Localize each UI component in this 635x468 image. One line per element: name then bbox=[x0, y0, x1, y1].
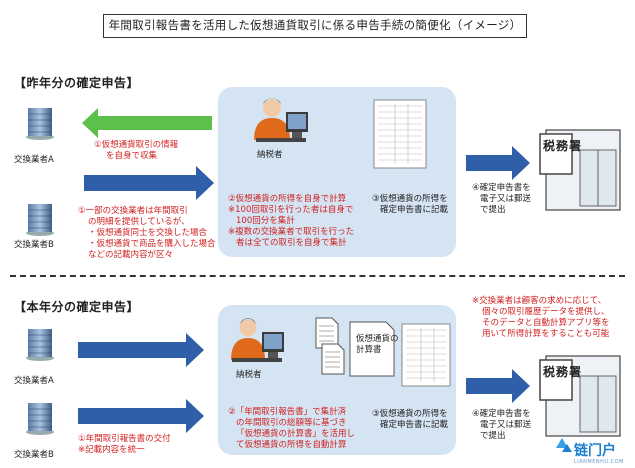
taxpayer-label-1: 納税者 bbox=[257, 150, 283, 160]
blue-arrow-right-1 bbox=[84, 166, 214, 200]
this-year-step3-line: 確定申告書に記載 bbox=[380, 420, 449, 430]
this-year-step1-line: ①年間取引報告書の交付 bbox=[78, 434, 171, 444]
step4-line: ④確定申告書を bbox=[472, 183, 531, 193]
exchanger-b-label-1: 交換業者B bbox=[14, 240, 54, 250]
note-line: そのデータと自動計算アプリ等を bbox=[482, 318, 610, 328]
building-icon-b1 bbox=[26, 204, 54, 236]
this-year-step2-line: 「仮想通貨の計算書」を活用し bbox=[236, 429, 356, 439]
calc-sheet-line: 計算書 bbox=[356, 345, 382, 355]
step4-line: 電子又は郵送 bbox=[480, 194, 532, 204]
page-title: 年間取引報告書を活用した仮想通貨取引に係る申告手続の簡便化（イメージ） bbox=[103, 14, 527, 38]
this-year-step2-line: ②「年間取引報告書」で集計済 bbox=[228, 407, 347, 417]
blue-arrow-right-5 bbox=[466, 369, 530, 403]
exchanger-b-label-2: 交換業者B bbox=[14, 450, 54, 460]
step3-line: 確定申告書に記載 bbox=[380, 205, 449, 215]
tax-office-sign-2: 税務署 bbox=[543, 365, 583, 379]
step1-a-line: ①仮想通貨取引の情報 bbox=[94, 140, 179, 150]
this-year-step3-line: ③仮想通貨の所得を bbox=[372, 409, 448, 419]
annual-report-documents bbox=[315, 317, 345, 375]
tax-return-document-1 bbox=[373, 99, 427, 169]
tax-office-icon-1 bbox=[539, 129, 621, 211]
this-year-step4-line: で提出 bbox=[480, 431, 506, 441]
taxpayer-icon-2 bbox=[231, 318, 284, 362]
blue-arrow-right-3 bbox=[78, 333, 204, 367]
tax-office-icon-2 bbox=[539, 355, 621, 437]
exchanger-a-label-1: 交換業者A bbox=[14, 155, 54, 165]
step1-b-line: ①一部の交換業者は年間取引 bbox=[78, 206, 188, 216]
note-line: 用いて所得計算をすることも可能 bbox=[482, 329, 610, 339]
watermark-logo-icon bbox=[556, 438, 572, 452]
step1-b-line: ・仮想通貨で商品を購入した場合 bbox=[88, 239, 216, 249]
green-arrow-left bbox=[82, 108, 212, 138]
this-year-step1-line: ※記載内容を統一 bbox=[78, 445, 145, 455]
section-divider bbox=[10, 275, 625, 277]
tax-return-document-2 bbox=[401, 323, 451, 387]
blue-arrow-right-2 bbox=[466, 146, 530, 180]
calculation-sheet-document bbox=[349, 321, 395, 377]
last-year-heading: 【昨年分の確定申告】 bbox=[14, 76, 140, 90]
this-year-step2-line: の年間取引の総額等に基づき bbox=[236, 418, 347, 428]
step2-line: ※100回取引を行った者は自身で bbox=[228, 205, 354, 215]
step1-b-line: ・仮想通貨同士を交換した場合 bbox=[88, 228, 208, 238]
blue-arrow-right-4 bbox=[78, 399, 204, 433]
step2-line: ※複数の交換業者で取引を行った bbox=[228, 227, 355, 237]
taxpayer-label-2: 納税者 bbox=[236, 370, 262, 380]
step1-a-line: を自身で収集 bbox=[106, 151, 158, 161]
note-line: ※交換業者は顧客の求めに応じて、 bbox=[472, 296, 607, 306]
step2-line: 100回分を集計 bbox=[236, 216, 295, 226]
note-line: 個々の取引履歴データを提供し、 bbox=[482, 307, 610, 317]
this-year-step2-line: て仮想通貨の所得を自動計算 bbox=[236, 440, 347, 450]
building-icon-a2 bbox=[26, 329, 54, 361]
step4-line: で提出 bbox=[480, 205, 506, 215]
this-year-step4-line: ④確定申告書を bbox=[472, 409, 531, 419]
watermark-subtext: LIANMENHU.COM bbox=[574, 459, 624, 465]
step2-line: 者は全ての取引を自身で集計 bbox=[236, 238, 347, 248]
watermark-text: 链门户 bbox=[574, 443, 616, 459]
step2-line: ②仮想通貨の所得を自身で計算 bbox=[228, 194, 347, 204]
this-year-step4-line: 電子又は郵送 bbox=[480, 420, 532, 430]
building-icon-a1 bbox=[26, 108, 54, 140]
taxpayer-icon-1 bbox=[254, 98, 308, 142]
building-icon-b2 bbox=[26, 403, 54, 435]
step1-b-line: などの記載内容が区々 bbox=[88, 250, 174, 260]
step1-b-line: の明細を提供しているが、 bbox=[88, 217, 190, 227]
exchanger-a-label-2: 交換業者A bbox=[14, 376, 54, 386]
step3-line: ③仮想通貨の所得を bbox=[372, 194, 448, 204]
tax-office-sign-1: 税務署 bbox=[543, 139, 583, 153]
this-year-heading: 【本年分の確定申告】 bbox=[14, 300, 140, 314]
calc-sheet-line: 仮想通貨の bbox=[356, 334, 399, 344]
